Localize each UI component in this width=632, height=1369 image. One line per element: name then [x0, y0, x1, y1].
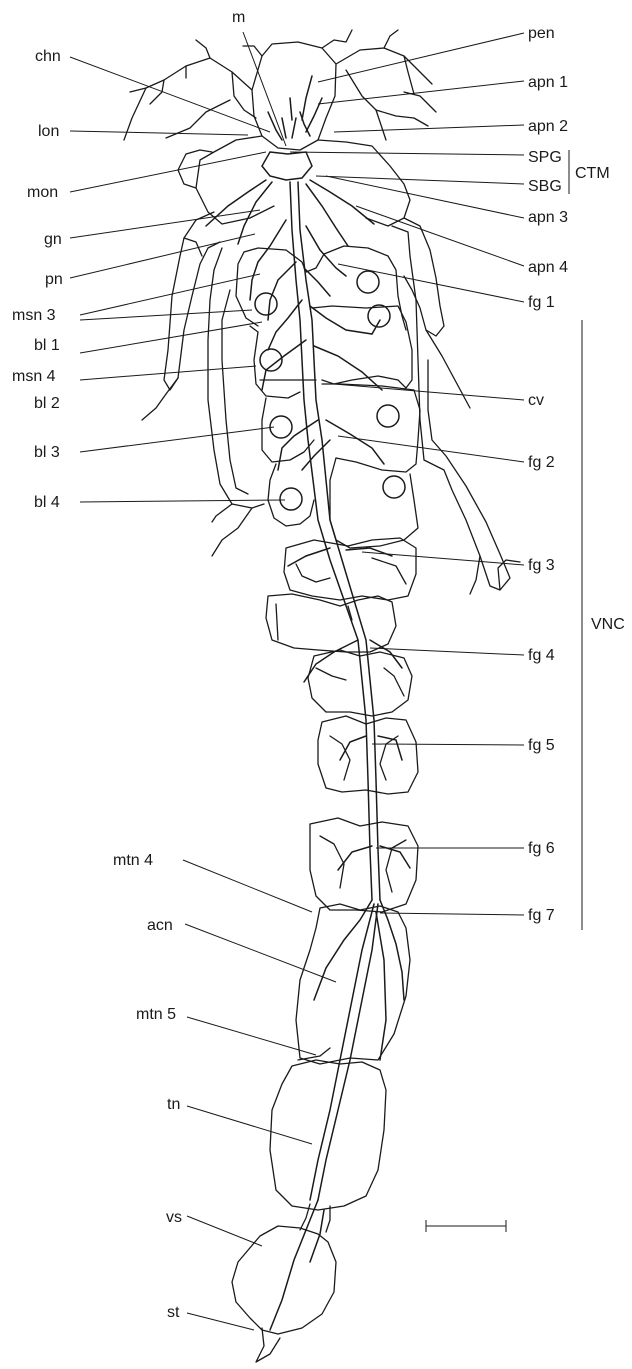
label-lon: lon: [38, 123, 59, 140]
label-apn1: apn 1: [528, 74, 568, 91]
label-pen: pen: [528, 25, 555, 42]
label-apn2: apn 2: [528, 118, 568, 135]
label-m: m: [232, 9, 245, 26]
label-fg7: fg 7: [528, 907, 555, 924]
label-ctm: CTM: [575, 165, 610, 182]
label-bl2: bl 2: [34, 395, 60, 412]
label-fg6: fg 6: [528, 840, 555, 857]
fg1-blob: [357, 271, 379, 293]
label-mtn5: mtn 5: [136, 1006, 176, 1023]
label-chn: chn: [35, 48, 61, 65]
label-spg: SPG: [528, 149, 562, 166]
right-blob-2: [368, 305, 390, 327]
bl4-blob: [280, 488, 302, 510]
label-acn: acn: [147, 917, 173, 934]
label-vs: vs: [166, 1209, 182, 1226]
label-fg5: fg 5: [528, 737, 555, 754]
label-bl1: bl 1: [34, 337, 60, 354]
label-cv: cv: [528, 392, 544, 409]
label-vnc: VNC: [591, 616, 625, 633]
label-mon: mon: [27, 184, 58, 201]
bl1-blob: [255, 293, 277, 315]
label-sbg: SBG: [528, 178, 562, 195]
label-fg2: fg 2: [528, 454, 555, 471]
label-fg4: fg 4: [528, 647, 555, 664]
nerve-cord: [206, 76, 410, 1330]
labels-left: m chn lon mon gn pn msn 3 bl 1 msn 4 bl …: [12, 9, 245, 1321]
label-msn4: msn 4: [12, 368, 56, 385]
label-apn4: apn 4: [528, 259, 568, 276]
labels-right: pen apn 1 apn 2 SPG SBG CTM apn 3 apn 4 …: [528, 25, 625, 924]
label-apn3: apn 3: [528, 209, 568, 226]
label-tn: tn: [167, 1096, 180, 1113]
right-blob-3: [377, 405, 399, 427]
label-fg3: fg 3: [528, 557, 555, 574]
leader-lines: [70, 32, 582, 1330]
label-msn3: msn 3: [12, 307, 56, 324]
label-bl4: bl 4: [34, 494, 60, 511]
label-st: st: [167, 1304, 180, 1321]
label-pn: pn: [45, 271, 63, 288]
right-blob-4: [383, 476, 405, 498]
label-bl3: bl 3: [34, 444, 60, 461]
label-mtn4: mtn 4: [113, 852, 153, 869]
scale-bar: [426, 1220, 506, 1232]
label-fg1: fg 1: [528, 294, 555, 311]
body-drawing: [124, 30, 520, 1362]
label-gn: gn: [44, 231, 62, 248]
